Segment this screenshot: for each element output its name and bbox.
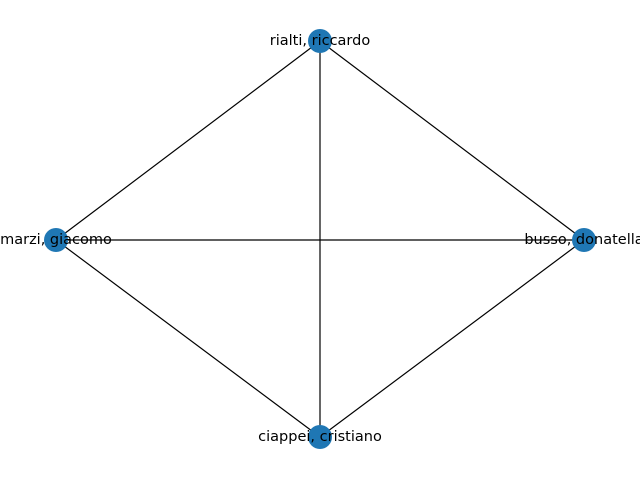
label-layer: rialti, riccardo busso, donatella ciappei,… [0, 33, 640, 445]
edge-marzi-ciappei [55, 239, 321, 438]
node-ciappei [308, 425, 332, 449]
node-label-rialti: rialti, riccardo [270, 33, 371, 49]
node-label-busso: busso, donatella [524, 232, 640, 248]
edge-layer [55, 40, 585, 438]
edge-rialti-busso [319, 40, 585, 241]
node-label-marzi: marzi, giacomo [0, 232, 112, 248]
edge-busso-ciappei [319, 239, 585, 438]
node-layer [44, 29, 596, 449]
node-busso [572, 228, 596, 252]
edge-rialti-marzi [55, 40, 321, 241]
node-rialti [308, 29, 332, 53]
node-marzi [44, 228, 68, 252]
node-label-ciappei: ciappei, cristiano [258, 429, 382, 445]
